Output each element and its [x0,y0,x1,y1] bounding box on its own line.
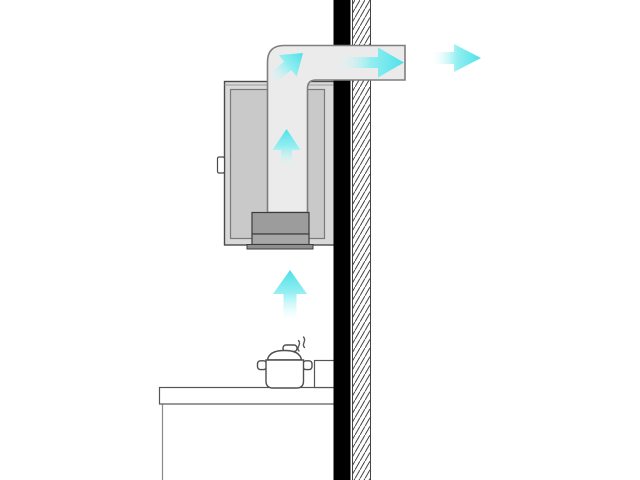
steam-line-right [302,336,306,349]
airflow-arrow-exterior-right [433,44,481,72]
steam-line-left [297,339,301,352]
exhaust-duct [266,44,406,214]
countertop [158,386,343,405]
blower-unit [246,211,314,250]
blower-lower-section [251,233,310,246]
airflow-arrow-intake-up [273,270,307,320]
mounting-bracket [216,156,226,174]
pot-handle-right [302,360,313,371]
pot-handle-left [256,360,268,371]
steam-lines [297,336,306,352]
grease-filter-base [246,244,314,250]
airflow-arrow-duct-up [272,129,301,167]
airflow-arrows [267,44,481,320]
pot-body [265,359,305,389]
airflow-arrow-elbow-up-right [267,53,303,85]
wall-stud [333,0,351,480]
blower-housing [251,211,310,235]
cooking-pot [256,336,313,389]
wall-hatching [352,0,371,480]
kitchen-counter [158,386,343,480]
pot-lid [266,349,303,361]
airflow-arrow-through-wall-right [338,47,404,78]
